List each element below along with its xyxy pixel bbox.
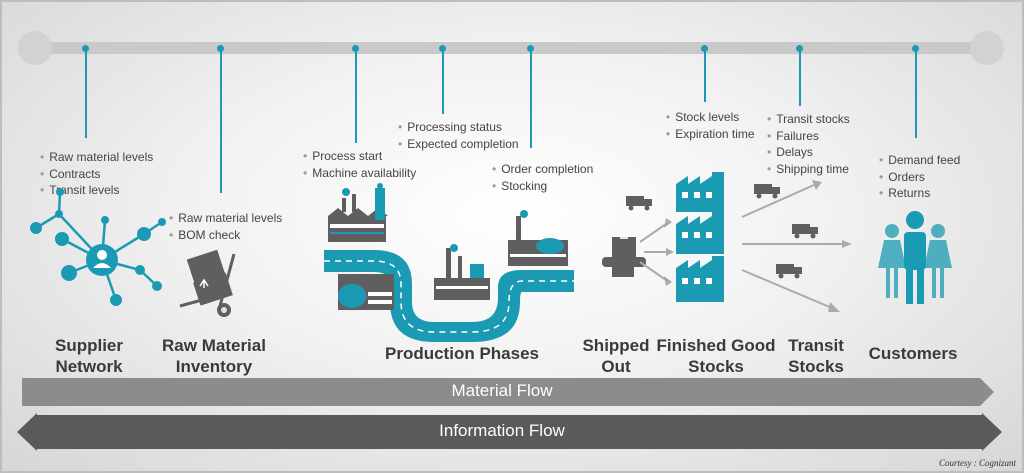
- bullet-group-processing: Processing status Expected completion: [398, 119, 519, 153]
- timeline-end-node: [970, 31, 1004, 65]
- bullet-group-demand: Demand feed Orders Returns: [879, 152, 960, 202]
- stage-transit-stocks: Transit Stocks: [788, 336, 844, 376]
- drop-dot: [527, 45, 534, 52]
- bullet-item: Expiration time: [666, 126, 754, 143]
- bullet-item: Machine availability: [303, 165, 416, 182]
- supplier-network-icon: [30, 188, 166, 306]
- stage-finished-good-stocks: Finished Good Stocks: [656, 336, 776, 376]
- bullet-item: Returns: [879, 185, 960, 202]
- hand-box-icon: [602, 237, 646, 277]
- timeline-bar: [34, 42, 986, 54]
- bullet-item: Stocking: [492, 178, 593, 195]
- bullet-group-inventory: Raw material levels BOM check: [169, 210, 282, 243]
- factory-road-icon: [324, 183, 574, 342]
- drop-line-supplier: [85, 48, 87, 138]
- material-flow-arrow: [22, 378, 994, 406]
- drop-line-order: [530, 48, 532, 148]
- bullet-item: Order completion: [492, 161, 593, 178]
- drop-line-stock-levels: [704, 48, 706, 102]
- drop-dot: [439, 45, 446, 52]
- drop-dot: [82, 45, 89, 52]
- stage-raw-material-inventory: Raw Material Inventory: [162, 336, 266, 376]
- courtesy-credit: Courtesy : Cognizant: [938, 458, 1016, 468]
- delivery-truck-icon: [626, 184, 818, 279]
- drop-line-demand: [915, 48, 917, 138]
- bullet-item: Contracts: [40, 166, 153, 183]
- bullet-group-supplier: Raw material levels Contracts Transit le…: [40, 149, 153, 199]
- drop-dot: [912, 45, 919, 52]
- bullet-item: Stock levels: [666, 109, 755, 126]
- stage-shipped-out: Shipped Out: [582, 336, 650, 376]
- drop-dot: [352, 45, 359, 52]
- hand-truck-boxes-icon: [179, 249, 236, 317]
- drop-line-transit: [799, 48, 801, 106]
- bullet-item: Raw material levels: [169, 210, 282, 227]
- bullet-item: Delays: [767, 144, 850, 161]
- bullet-item: Raw material levels: [40, 149, 153, 166]
- information-flow-arrow: [17, 413, 1002, 451]
- material-flow-label: Material Flow: [451, 381, 553, 400]
- drop-dot: [217, 45, 224, 52]
- stage-supplier-network: Supplier Network: [54, 336, 123, 376]
- information-flow-label: Information Flow: [439, 421, 565, 440]
- timeline-start-node: [18, 31, 52, 65]
- drop-dot: [701, 45, 708, 52]
- bullet-item: Failures: [767, 128, 850, 145]
- bullet-item: Transit stocks: [767, 111, 850, 128]
- distribution-arrows: [639, 184, 844, 309]
- bullet-item: Expected completion: [398, 136, 518, 153]
- flow-arrows: [17, 378, 1002, 451]
- bullet-item: Processing status: [398, 119, 519, 136]
- bullet-item: Demand feed: [879, 152, 960, 169]
- drop-line-processing: [442, 48, 444, 114]
- bullet-item: Transit levels: [40, 182, 153, 199]
- bullet-item: Process start: [303, 148, 416, 165]
- bullet-item: BOM check: [169, 227, 282, 244]
- bullet-group-process-start: Process start Machine availability: [303, 148, 416, 181]
- customers-group-icon: [878, 211, 952, 304]
- drop-dot: [796, 45, 803, 52]
- stage-production-phases: Production Phases: [385, 344, 539, 363]
- bullet-group-stock-levels: Stock levels Expiration time: [666, 109, 755, 143]
- drop-line-process-start: [355, 48, 357, 143]
- warehouse-icon: [676, 172, 724, 302]
- bullet-group-transit: Transit stocks Failures Delays Shipping …: [767, 111, 850, 177]
- bullet-item: Orders: [879, 169, 960, 186]
- bullet-group-order: Order completion Stocking: [492, 161, 593, 194]
- drop-line-inventory: [220, 48, 222, 193]
- stage-customers: Customers: [868, 344, 958, 363]
- bullet-item: Shipping time: [767, 161, 850, 178]
